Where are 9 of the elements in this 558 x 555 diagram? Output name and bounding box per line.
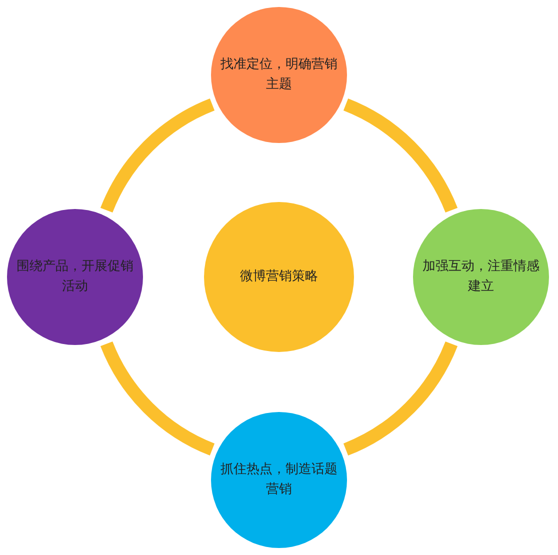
node-text: 找准定位，明确营销主题 — [220, 56, 338, 94]
ring-arc — [100, 341, 215, 456]
node-text: 围绕产品，开展促销活动 — [16, 258, 134, 296]
ring-arc — [343, 98, 458, 213]
node-text: 微博营销策略 — [239, 268, 319, 286]
node-text: 抓住热点，制造话题营销 — [220, 461, 338, 499]
ring-arc — [343, 341, 458, 456]
node-text: 加强互动，注重情感建立 — [422, 258, 540, 296]
ring-arc — [100, 98, 215, 213]
